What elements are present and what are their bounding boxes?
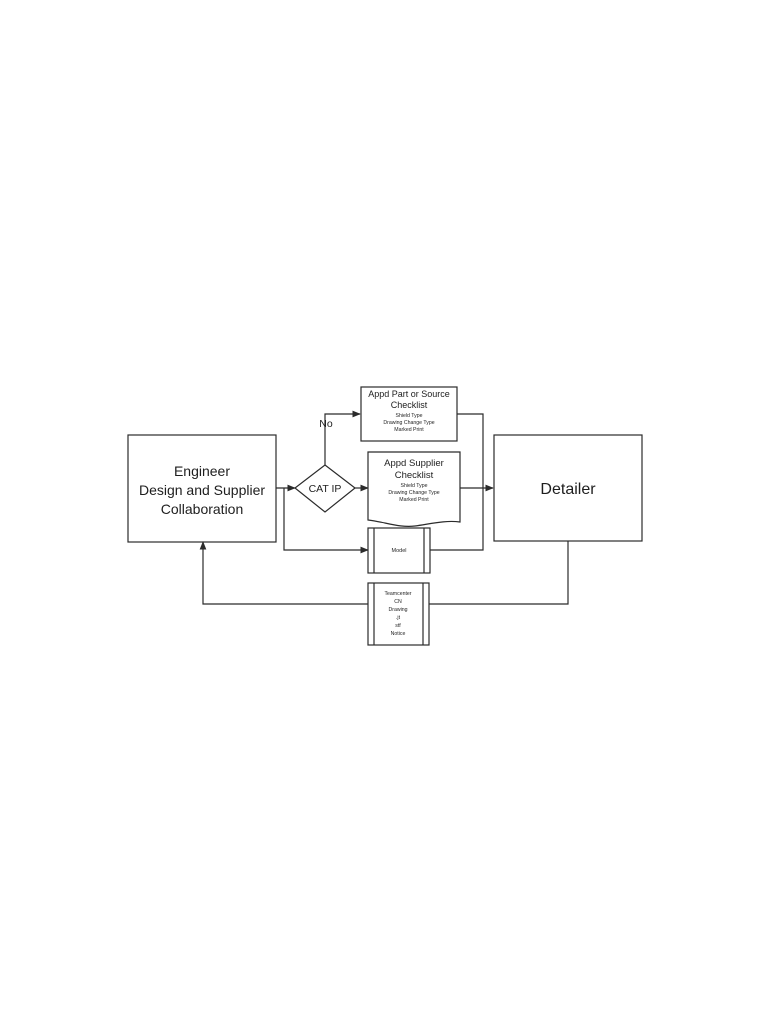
engineer-box: Engineer Design and Supplier Collaborati… <box>127 434 277 543</box>
teamcenter-process-box: Teamcenter CN Drawing .jt stf Notice <box>367 582 430 646</box>
teamcenter-item: Drawing <box>388 607 407 613</box>
cat-ip-decision: CAT IP <box>294 464 356 513</box>
supplier-checklist-item: Drawing Change Type <box>388 490 439 496</box>
detailer-label: Detailer <box>540 481 596 498</box>
teamcenter-item: .jt <box>396 615 401 621</box>
connector-engineer-to-model <box>283 488 369 554</box>
part-source-title-line2: Checklist <box>391 400 428 410</box>
detailer-box: Detailer <box>493 434 643 542</box>
model-process-box: Model <box>367 527 431 574</box>
engineer-label-line1: Engineer <box>174 463 230 479</box>
part-source-checklist-box: Appd Part or Source Checklist Shield Typ… <box>360 386 458 442</box>
teamcenter-item: Teamcenter <box>384 591 411 597</box>
connector-catip-no-branch <box>324 410 361 465</box>
supplier-checklist-item: Shield Type <box>400 483 427 489</box>
engineer-label-line3: Collaboration <box>161 501 244 517</box>
teamcenter-item: CN <box>394 599 402 605</box>
supplier-checklist-title-line1: Appd Supplier <box>384 458 444 469</box>
connector-part-source-to-detailer <box>430 413 484 551</box>
teamcenter-item: Notice <box>391 631 406 637</box>
engineer-label-line2: Design and Supplier <box>139 482 265 498</box>
connector-detailer-to-teamcenter <box>429 541 569 605</box>
part-source-item: Drawing Change Type <box>383 420 434 426</box>
cat-ip-label: CAT IP <box>309 483 342 495</box>
supplier-checklist-title-line2: Checklist <box>395 470 434 481</box>
part-source-item: Marked Print <box>394 427 424 433</box>
supplier-checklist-item: Marked Print <box>399 497 429 503</box>
part-source-item: Shield Type <box>395 413 422 419</box>
connector-teamcenter-to-engineer <box>199 541 368 605</box>
teamcenter-item: stf <box>395 623 401 629</box>
no-label: No <box>319 418 333 430</box>
model-label: Model <box>392 548 407 554</box>
part-source-title-line1: Appd Part or Source <box>368 389 450 399</box>
supplier-checklist-document: Appd Supplier Checklist Shield Type Draw… <box>367 451 461 527</box>
